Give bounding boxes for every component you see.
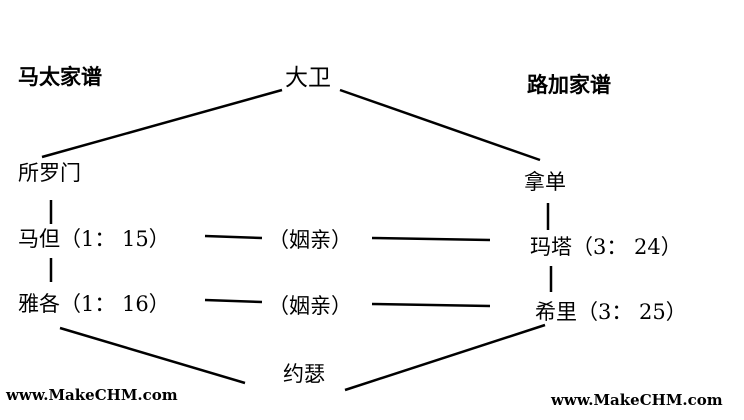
node-matthat: 玛塔（3： 24） — [530, 235, 682, 259]
in-law-label-2: （姻亲） — [268, 294, 352, 318]
node-david: 大卫 — [285, 65, 331, 91]
line-inlaw-matthat — [371, 236, 491, 242]
line-david-nathan — [339, 88, 541, 162]
line-jacob-joseph — [59, 326, 246, 385]
watermark-right: www.MakeCHM.com — [551, 391, 723, 409]
node-joseph: 约瑟 — [283, 362, 325, 386]
node-matthan: 马但（1： 15） — [18, 227, 170, 251]
line-matthan-inlaw — [204, 234, 263, 240]
luke-genealogy-heading: 路加家谱 — [527, 73, 611, 97]
node-jacob: 雅各（1： 16） — [18, 292, 170, 316]
node-heli: 希里（3： 25） — [535, 300, 687, 324]
line-david-solomon — [41, 88, 283, 159]
line-inlaw-heli — [371, 302, 491, 308]
in-law-label-1: （姻亲） — [268, 228, 352, 252]
watermark-left: www.MakeCHM.com — [6, 386, 178, 404]
line-jacob-inlaw — [204, 298, 263, 304]
node-solomon: 所罗门 — [18, 161, 81, 185]
matthew-genealogy-heading: 马太家谱 — [18, 65, 102, 89]
node-nathan: 拿单 — [524, 170, 566, 194]
line-heli-joseph — [344, 323, 546, 392]
